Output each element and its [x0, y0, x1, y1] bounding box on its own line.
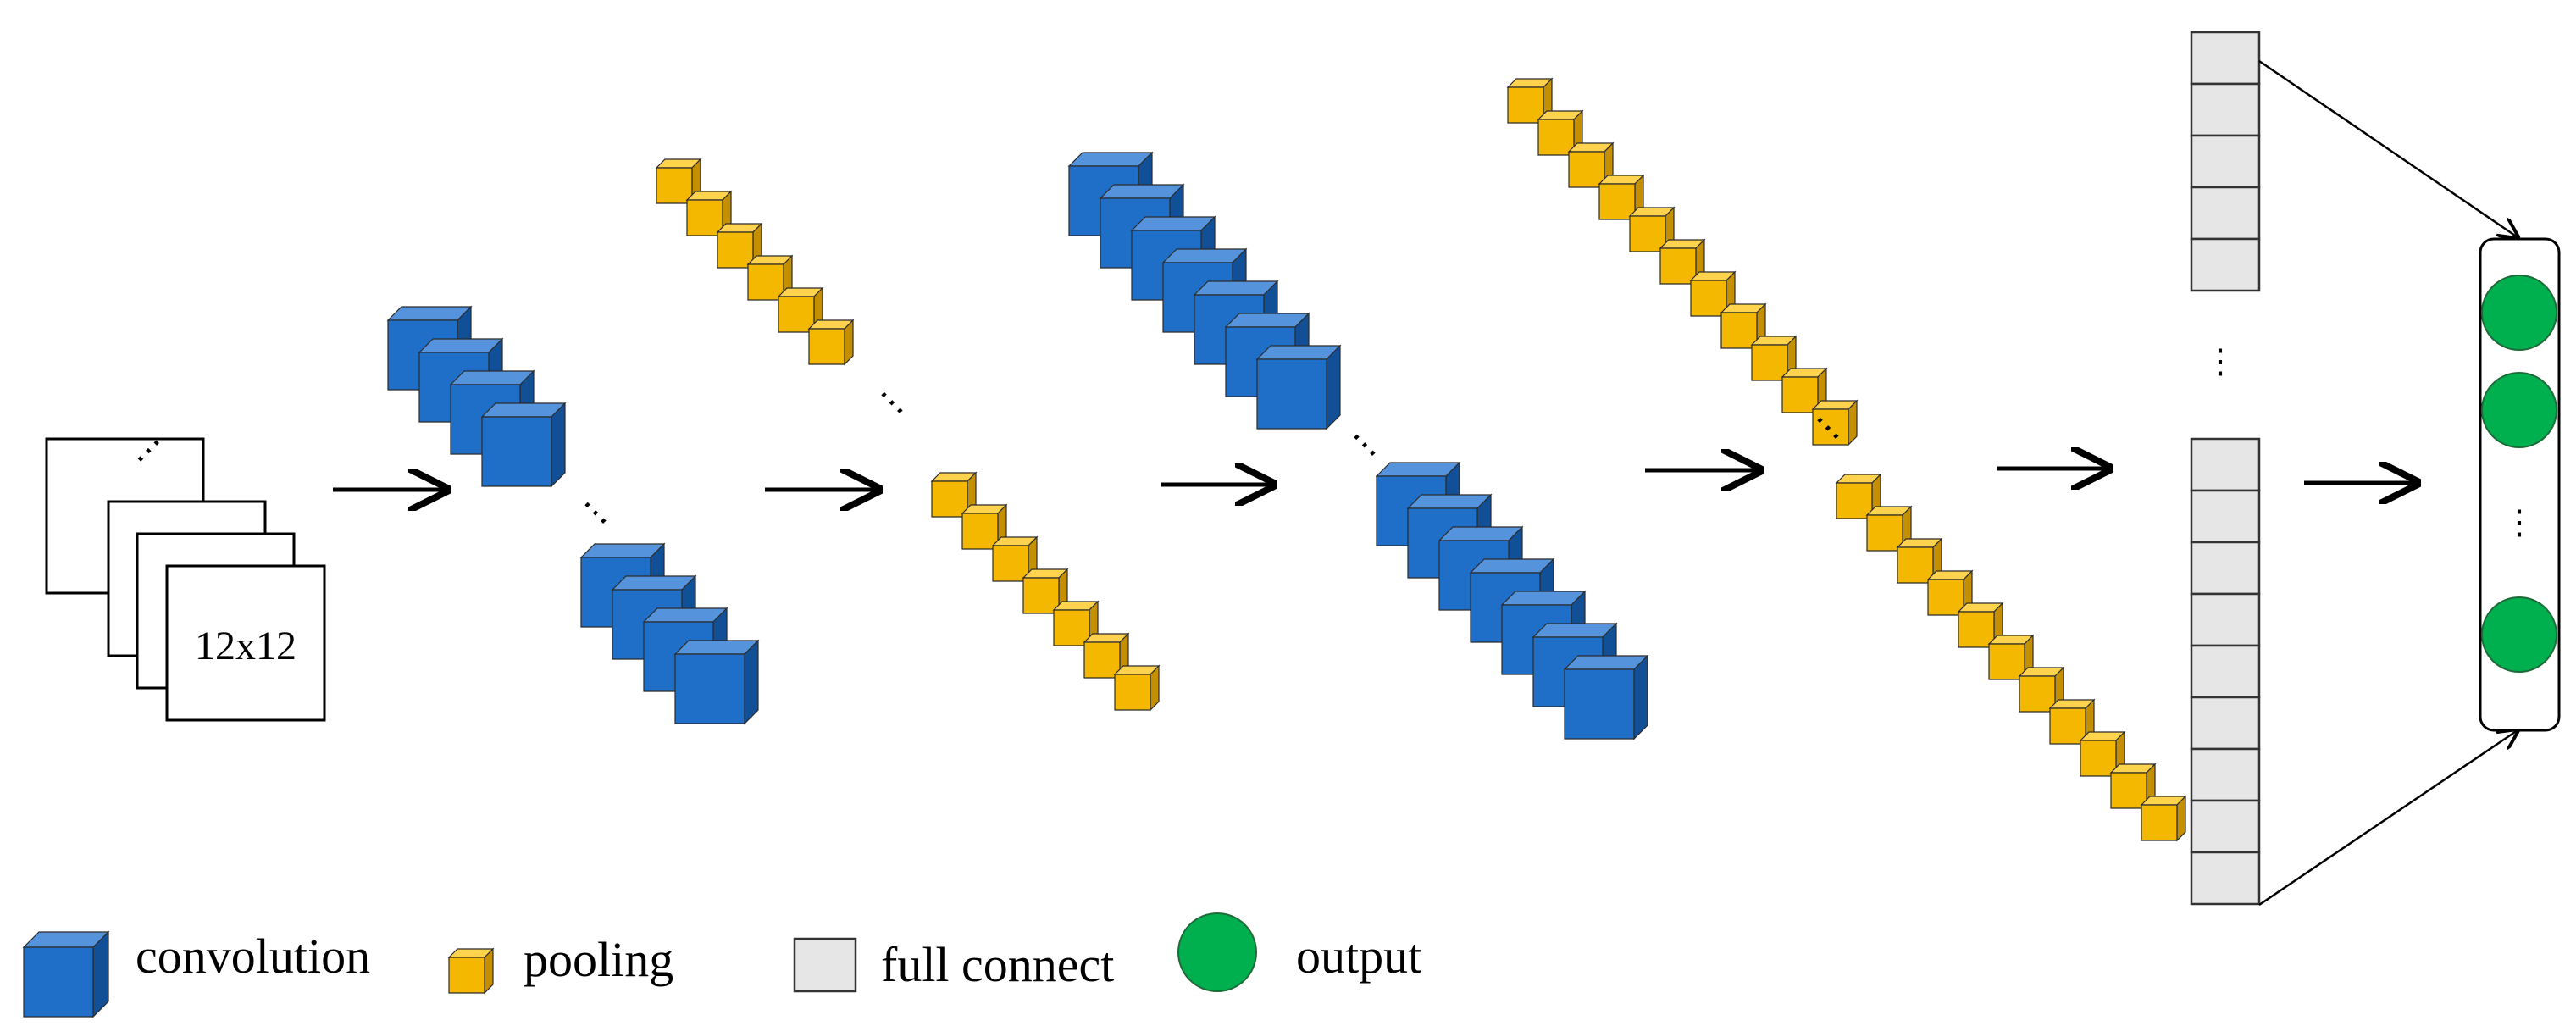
convolution-cube [1563, 654, 1649, 740]
blue-cube-icon [22, 930, 110, 1018]
full-connect-cell [2190, 851, 2261, 906]
pool-layer-1-group-b [930, 471, 1161, 712]
conv-layer-2-group-b [1375, 461, 1649, 740]
full-connect-cell [2190, 489, 2261, 544]
legend-pooling-label: pooling [524, 932, 673, 987]
output-node [2481, 596, 2557, 673]
conv2-ellipsis: ⋯ [1340, 419, 1391, 470]
pooling-cube [2140, 795, 2187, 842]
pooling-cube [1598, 174, 1645, 221]
pool-layer-2-group-a [1506, 77, 1859, 446]
legend-convolution-cube [22, 930, 110, 1018]
full-connect-cell [2190, 799, 2261, 854]
flow-arrows [333, 469, 2417, 490]
legend-pooling-cube [447, 947, 495, 995]
pooling-cube [2018, 666, 2065, 713]
fc-to-output-connector-top [2258, 59, 2518, 237]
pooling-cube [1506, 77, 1554, 125]
pooling-cube [1113, 664, 1161, 712]
legend-full-connect-label: full connect [881, 937, 1114, 992]
full-connect-cell [2190, 237, 2261, 292]
full-connect-cell [2190, 541, 2261, 596]
pooling-cube [1628, 206, 1676, 253]
conv1-ellipsis: ⋯ [571, 487, 622, 538]
output-node [2481, 275, 2557, 351]
pooling-cube [685, 190, 733, 237]
fc-ellipsis: ⋮ [2203, 342, 2237, 380]
gray-square-icon [793, 937, 857, 993]
full-connect-cell [2190, 644, 2261, 699]
conv-layer-1-group-b [579, 542, 760, 725]
full-connect-top [2190, 31, 2261, 292]
pool-layer-1-group-a [655, 158, 855, 366]
pool-layer-2-group-b [1835, 473, 2187, 842]
legend-convolution-label: convolution [136, 929, 370, 984]
convolution-cube [673, 639, 760, 725]
output-ellipsis: ⋮ [2502, 503, 2536, 541]
pooling-cube [2048, 698, 2096, 746]
pooling-cube [1811, 399, 1859, 446]
pooling-cube [807, 319, 855, 366]
full-connect-bottom [2190, 437, 2261, 906]
yellow-cube-icon [447, 947, 495, 995]
output-node [2481, 372, 2557, 448]
fc-to-output-connector-bottom [2258, 730, 2518, 907]
full-connect-cell [2190, 747, 2261, 802]
convolution-cube [480, 402, 567, 488]
conv-layer-2-group-a [1067, 151, 1342, 430]
full-connect-cell [2190, 186, 2261, 241]
full-connect-cell [2190, 134, 2261, 189]
full-connect-cell [2190, 437, 2261, 492]
full-connect-cell [2190, 592, 2261, 647]
full-connect-cell [2190, 696, 2261, 751]
legend: convolution pooling full connect output [22, 912, 1421, 1018]
pooling-cube [1083, 632, 1130, 679]
output-layer: ⋮ [2479, 237, 2561, 732]
input-size-label: 12x12 [195, 624, 296, 668]
full-connect-cell [2190, 31, 2261, 86]
convolution-cube [1255, 344, 1342, 430]
input-maps: ⋯ 12x12 [45, 424, 326, 722]
pool1-ellipsis: ⋯ [867, 377, 918, 428]
legend-output-label: output [1296, 929, 1421, 984]
conv-layer-1-group-a [386, 305, 567, 488]
green-circle-icon [1177, 912, 1257, 992]
full-connect-cell [2190, 82, 2261, 137]
